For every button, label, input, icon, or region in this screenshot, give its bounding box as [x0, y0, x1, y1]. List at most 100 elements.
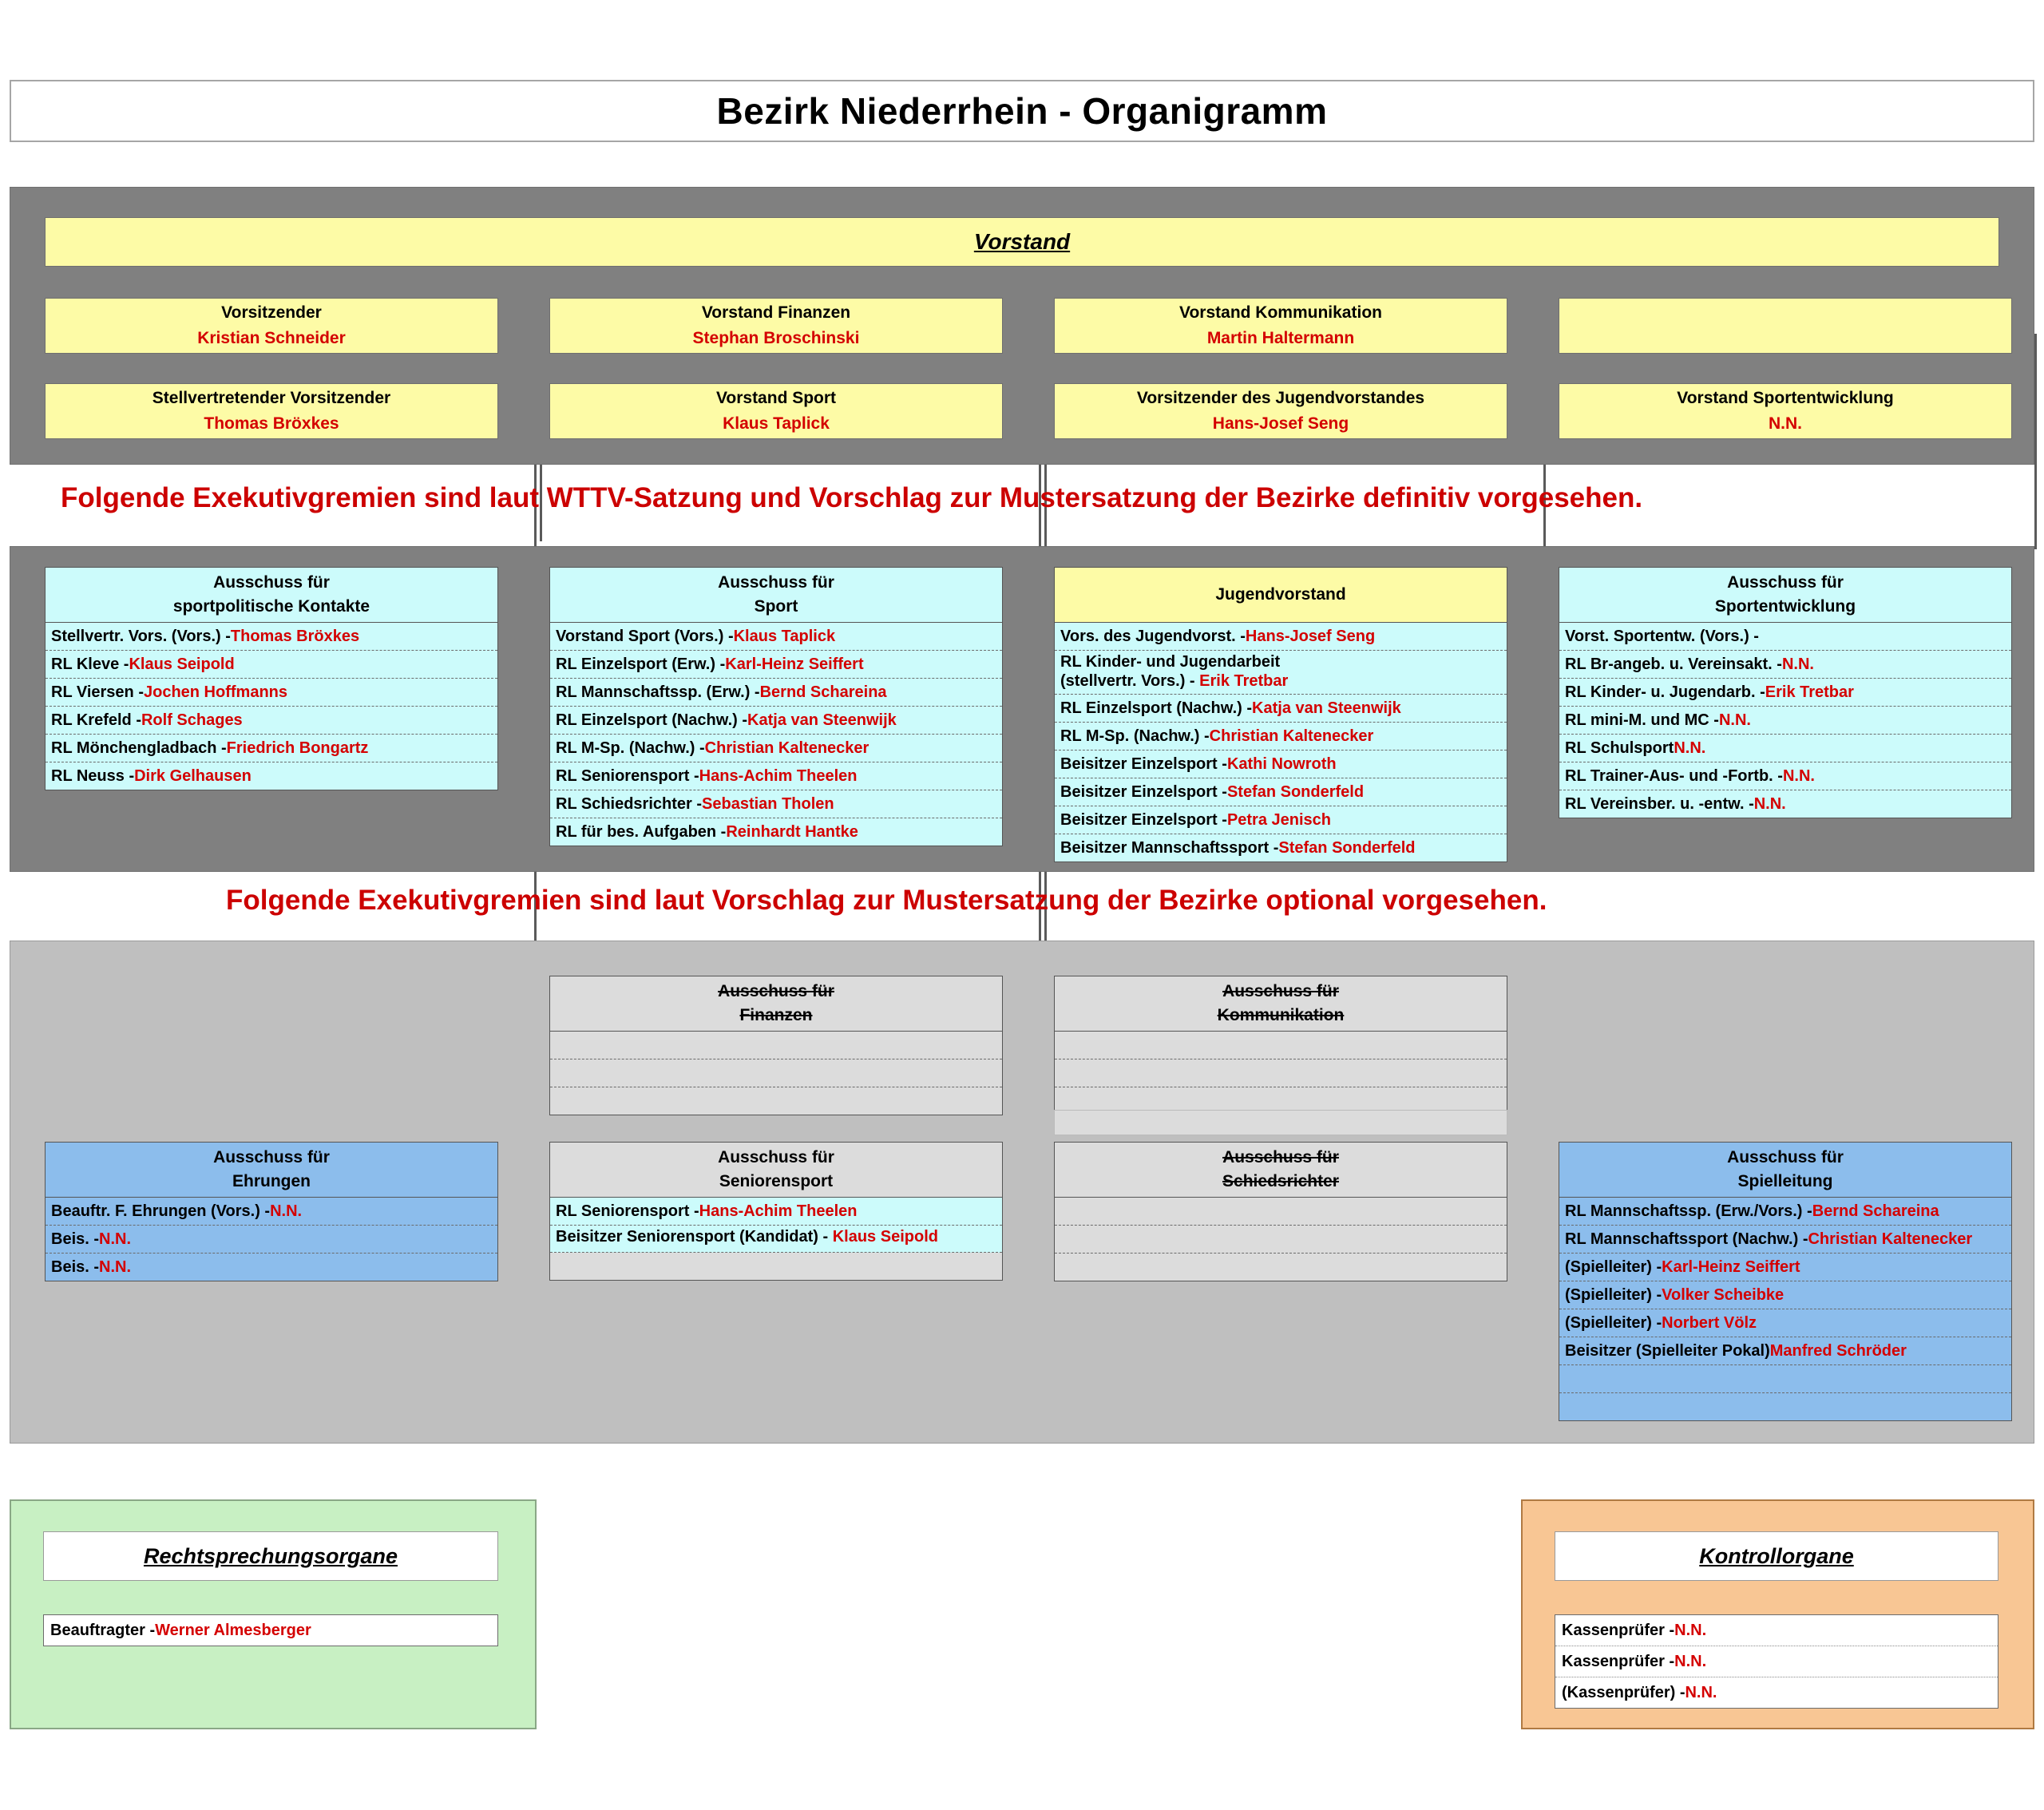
row-person-name: Klaus Taplick	[733, 627, 836, 645]
row-role-label: RL Mannschaftssp. (Erw./Vors.) -	[1565, 1202, 1812, 1220]
committee-header-line2: Ehrungen	[232, 1172, 311, 1190]
committee-header-line1: Ausschuss für	[1222, 981, 1339, 1000]
committee-row[interactable]: RL Krefeld - Rolf Schages	[46, 707, 497, 735]
committee-row[interactable]: RL Vereinsber. u. -entw. - N.N.	[1559, 790, 2011, 818]
committee-row[interactable]: RL Trainer-Aus- und -Fortb. - N.N.	[1559, 762, 2011, 790]
row-role-label: Vorstand Sport (Vors.) -	[556, 627, 734, 645]
committee-row[interactable]: RL Mannschaftssp. (Erw.) - Bernd Scharei…	[550, 679, 1002, 707]
row-person-name: Christian Kaltenecker	[704, 739, 869, 757]
committee-header-line2: Schiedsrichter	[1222, 1172, 1339, 1190]
committee-row[interactable]: RL Seniorensport - Hans-Achim Theelen	[550, 762, 1002, 790]
row-person-name: Norbert Völz	[1662, 1313, 1757, 1332]
committee-row[interactable]: RL Mannschaftssp. (Erw./Vors.) - Bernd S…	[1559, 1198, 2011, 1226]
committee-row[interactable]: RL Viersen - Jochen Hoffmanns	[46, 679, 497, 707]
committee-row[interactable]: (Spielleiter) - Volker Scheibke	[1559, 1281, 2011, 1309]
committee-header-line1: Ausschuss für	[1727, 572, 1844, 592]
committee-row[interactable]: RL Schulsport N.N.	[1559, 735, 2011, 762]
committee-row[interactable]	[1055, 1032, 1507, 1059]
committee-row[interactable]: RL Kinder- und Jugendarbeit(stellvertr. …	[1055, 651, 1507, 695]
committee-row[interactable]	[550, 1087, 1002, 1115]
organ-role-label: Kassenprüfer -	[1562, 1621, 1675, 1639]
committee-row[interactable]	[1055, 1254, 1507, 1281]
committee-row[interactable]	[1559, 1393, 2011, 1420]
committee-row[interactable]: Beisitzer Einzelsport - Kathi Nowroth	[1055, 750, 1507, 778]
organ-row[interactable]: (Kassenprüfer) - N.N.	[1555, 1677, 1998, 1708]
committee-row[interactable]: Vors. des Jugendvorst. - Hans-Josef Seng	[1055, 623, 1507, 651]
committee-row[interactable]: RL Einzelsport (Erw.) - Karl-Heinz Seiff…	[550, 651, 1002, 679]
committee-row[interactable]	[550, 1253, 1002, 1280]
committee-row[interactable]: Beisitzer (Spielleiter Pokal) Manfred Sc…	[1559, 1337, 2011, 1365]
committee-row[interactable]: Beauftr. F. Ehrungen (Vors.) - N.N.	[46, 1198, 497, 1226]
committee-row[interactable]: Beisitzer Einzelsport - Petra Jenisch	[1055, 806, 1507, 834]
committee-row[interactable]: Beisitzer Seniorensport (Kandidat) - Kla…	[550, 1226, 1002, 1253]
connector-line	[1543, 438, 1546, 549]
committee-row[interactable]: Beisitzer Einzelsport - Stefan Sonderfel…	[1055, 778, 1507, 806]
row-role-label: RL Kinder- u. Jugendarb. -	[1565, 683, 1765, 701]
committee-row[interactable]: RL Einzelsport (Nachw.) - Katja van Stee…	[1055, 694, 1507, 723]
committee-row[interactable]: RL Mönchengladbach - Friedrich Bongartz	[46, 735, 497, 762]
committee-row[interactable]: RL Schiedsrichter - Sebastian Tholen	[550, 790, 1002, 818]
committee-row[interactable]: RL Seniorensport - Hans-Achim Theelen	[550, 1198, 1002, 1226]
committee-row[interactable]	[1055, 1226, 1507, 1254]
committee-row[interactable]	[1559, 1365, 2011, 1393]
row-person-name: Volker Scheibke	[1662, 1285, 1785, 1304]
committee-row[interactable]	[550, 1032, 1002, 1059]
committee-row[interactable]: Beis. - N.N.	[46, 1226, 497, 1254]
rechtsprechungsorgane-title: Rechtsprechungsorgane	[43, 1531, 498, 1581]
row-person-name: Klaus Seipold	[832, 1228, 938, 1246]
row-role-label: RL Vereinsber. u. -entw. -	[1565, 794, 1754, 813]
committee-row[interactable]: RL M-Sp. (Nachw.) - Christian Kaltenecke…	[550, 735, 1002, 762]
committee-row[interactable]: RL Einzelsport (Nachw.) - Katja van Stee…	[550, 707, 1002, 735]
organ-role-label: Kassenprüfer -	[1562, 1652, 1675, 1670]
organ-row[interactable]: Kassenprüfer - N.N.	[1555, 1646, 1998, 1677]
committee-row[interactable]: Beis. - N.N.	[46, 1254, 497, 1281]
committee-row[interactable]: Vorstand Sport (Vors.) - Klaus Taplick	[550, 623, 1002, 651]
committee-row[interactable]: RL Mannschaftssport (Nachw.) - Christian…	[1559, 1226, 2011, 1254]
organ-row[interactable]: Beauftragter - Werner Almesberger	[43, 1614, 498, 1646]
row-person-name: N.N.	[1782, 766, 1815, 785]
row-role-label: Beis. -	[51, 1257, 100, 1276]
committee-row[interactable]: RL mini-M. und MC - N.N.	[1559, 707, 2011, 735]
committee-row[interactable]: Stellvertr. Vors. (Vors.) - Thomas Bröxk…	[46, 623, 497, 651]
committee-row[interactable]: RL Br-angeb. u. Vereinsakt. - N.N.	[1559, 651, 2011, 679]
row-person-name: Thomas Bröxkes	[230, 627, 360, 645]
committee-row[interactable]: RL Neuss - Dirk Gelhausen	[46, 762, 497, 790]
committee-row[interactable]: (Spielleiter) - Karl-Heinz Seiffert	[1559, 1254, 2011, 1281]
committee-row[interactable]	[550, 1059, 1002, 1087]
row-role-label: Beisitzer (Spielleiter Pokal)	[1565, 1341, 1770, 1360]
vorstand-cell[interactable]	[1559, 298, 2012, 354]
committee-row[interactable]: Beisitzer Mannschaftssport - Stefan Sond…	[1055, 834, 1507, 861]
committee-row[interactable]: Vorst. Sportentw. (Vors.) -	[1559, 623, 2011, 651]
committee-row[interactable]	[1055, 1198, 1507, 1226]
row-role-label: RL mini-M. und MC -	[1565, 711, 1719, 729]
committee-row[interactable]	[1055, 1059, 1507, 1087]
committee-row[interactable]: RL M-Sp. (Nachw.) - Christian Kaltenecke…	[1055, 722, 1507, 751]
committee-row[interactable]: RL Kinder- u. Jugendarb. - Erik Tretbar	[1559, 679, 2011, 707]
organ-row[interactable]: Kassenprüfer - N.N.	[1555, 1615, 1998, 1646]
row-role-label: RL Seniorensport -	[556, 1202, 699, 1220]
committee-row[interactable]: RL für bes. Aufgaben - Reinhardt Hantke	[550, 818, 1002, 846]
committee-row[interactable]: RL Kleve - Klaus Seipold	[46, 651, 497, 679]
committee-row[interactable]: (Spielleiter) - Norbert Völz	[1559, 1309, 2011, 1337]
